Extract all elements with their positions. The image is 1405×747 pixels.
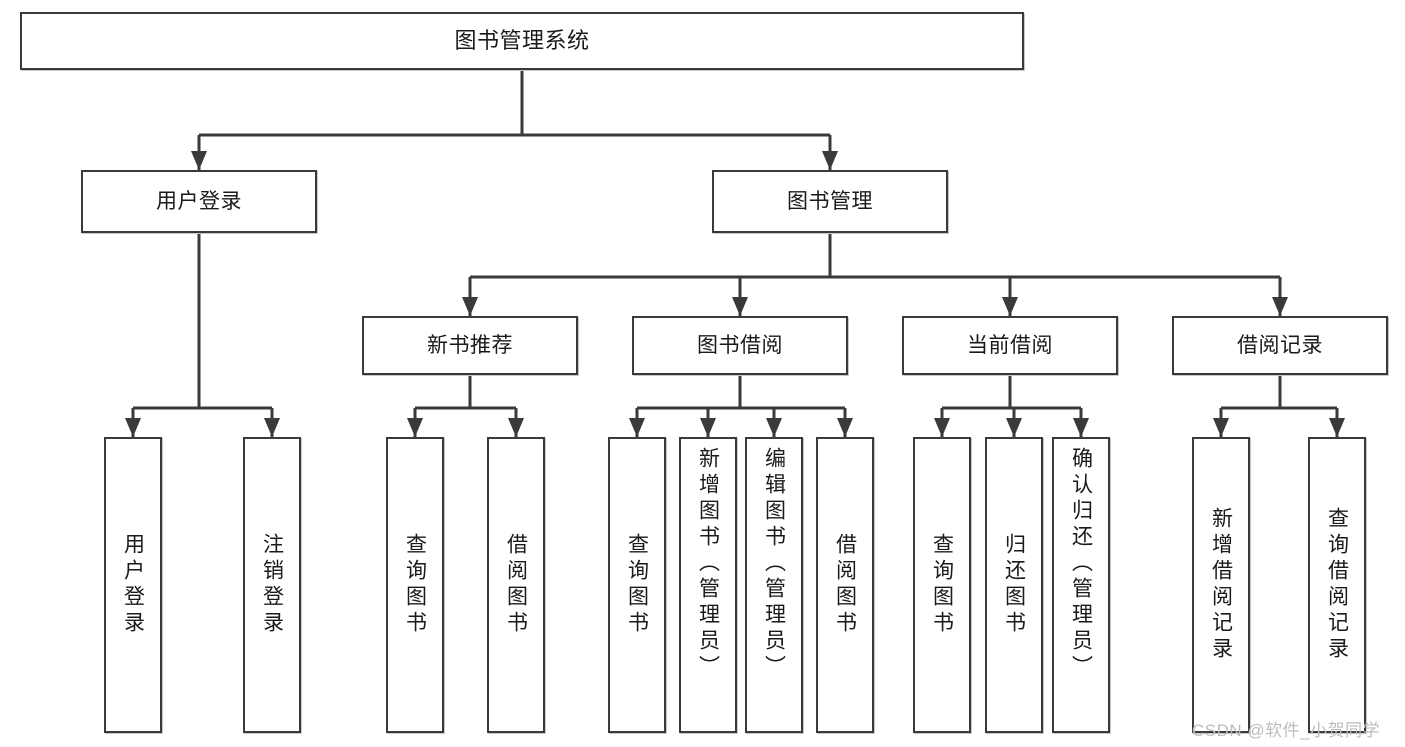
node-c-query[interactable]: 查询图书 [913,437,971,733]
node-label: 图书借阅 [697,333,783,357]
node-label: 新增借阅记录 [1209,507,1233,663]
node-label: 用户登录 [121,533,145,637]
node-borrow[interactable]: 图书借阅 [632,316,848,375]
node-label: 借阅图书 [833,533,857,637]
node-label: 查询图书 [625,533,649,637]
node-r-query[interactable]: 查询借阅记录 [1308,437,1366,733]
node-newbook[interactable]: 新书推荐 [362,316,578,375]
node-n-query[interactable]: 查询图书 [386,437,444,733]
node-l-login[interactable]: 用户登录 [104,437,162,733]
node-label: 图书管理 [787,189,873,213]
node-c-return[interactable]: 归还图书 [985,437,1043,733]
node-n-borrow[interactable]: 借阅图书 [487,437,545,733]
node-root[interactable]: 图书管理系统 [20,12,1024,70]
node-label: 借阅图书 [504,533,528,637]
node-label: 归还图书 [1002,533,1026,637]
watermark-label: CSDN @软件_小贺同学 [1192,721,1381,740]
node-label: 注销登录 [260,533,284,637]
node-label: 用户登录 [156,189,242,213]
node-label: 查询图书 [403,533,427,637]
node-c-confirm[interactable]: 确认归还（管理员） [1052,437,1110,733]
node-current[interactable]: 当前借阅 [902,316,1118,375]
node-b-add[interactable]: 新增图书（管理员） [679,437,737,733]
node-b-edit[interactable]: 编辑图书（管理员） [745,437,803,733]
node-label: 借阅记录 [1237,333,1323,357]
node-label: 确认归还（管理员） [1069,447,1093,681]
node-label: 当前借阅 [967,333,1053,357]
node-login[interactable]: 用户登录 [81,170,317,233]
node-label: 新书推荐 [427,333,513,357]
node-bookmgmt[interactable]: 图书管理 [712,170,948,233]
node-b-query[interactable]: 查询图书 [608,437,666,733]
node-label: 编辑图书（管理员） [762,447,786,681]
node-label: 查询图书 [930,533,954,637]
node-label: 图书管理系统 [454,27,590,53]
node-label: 查询借阅记录 [1325,507,1349,663]
node-label: 新增图书（管理员） [696,447,720,681]
node-b-borrow[interactable]: 借阅图书 [816,437,874,733]
node-l-logout[interactable]: 注销登录 [243,437,301,733]
node-r-add[interactable]: 新增借阅记录 [1192,437,1250,733]
node-records[interactable]: 借阅记录 [1172,316,1388,375]
